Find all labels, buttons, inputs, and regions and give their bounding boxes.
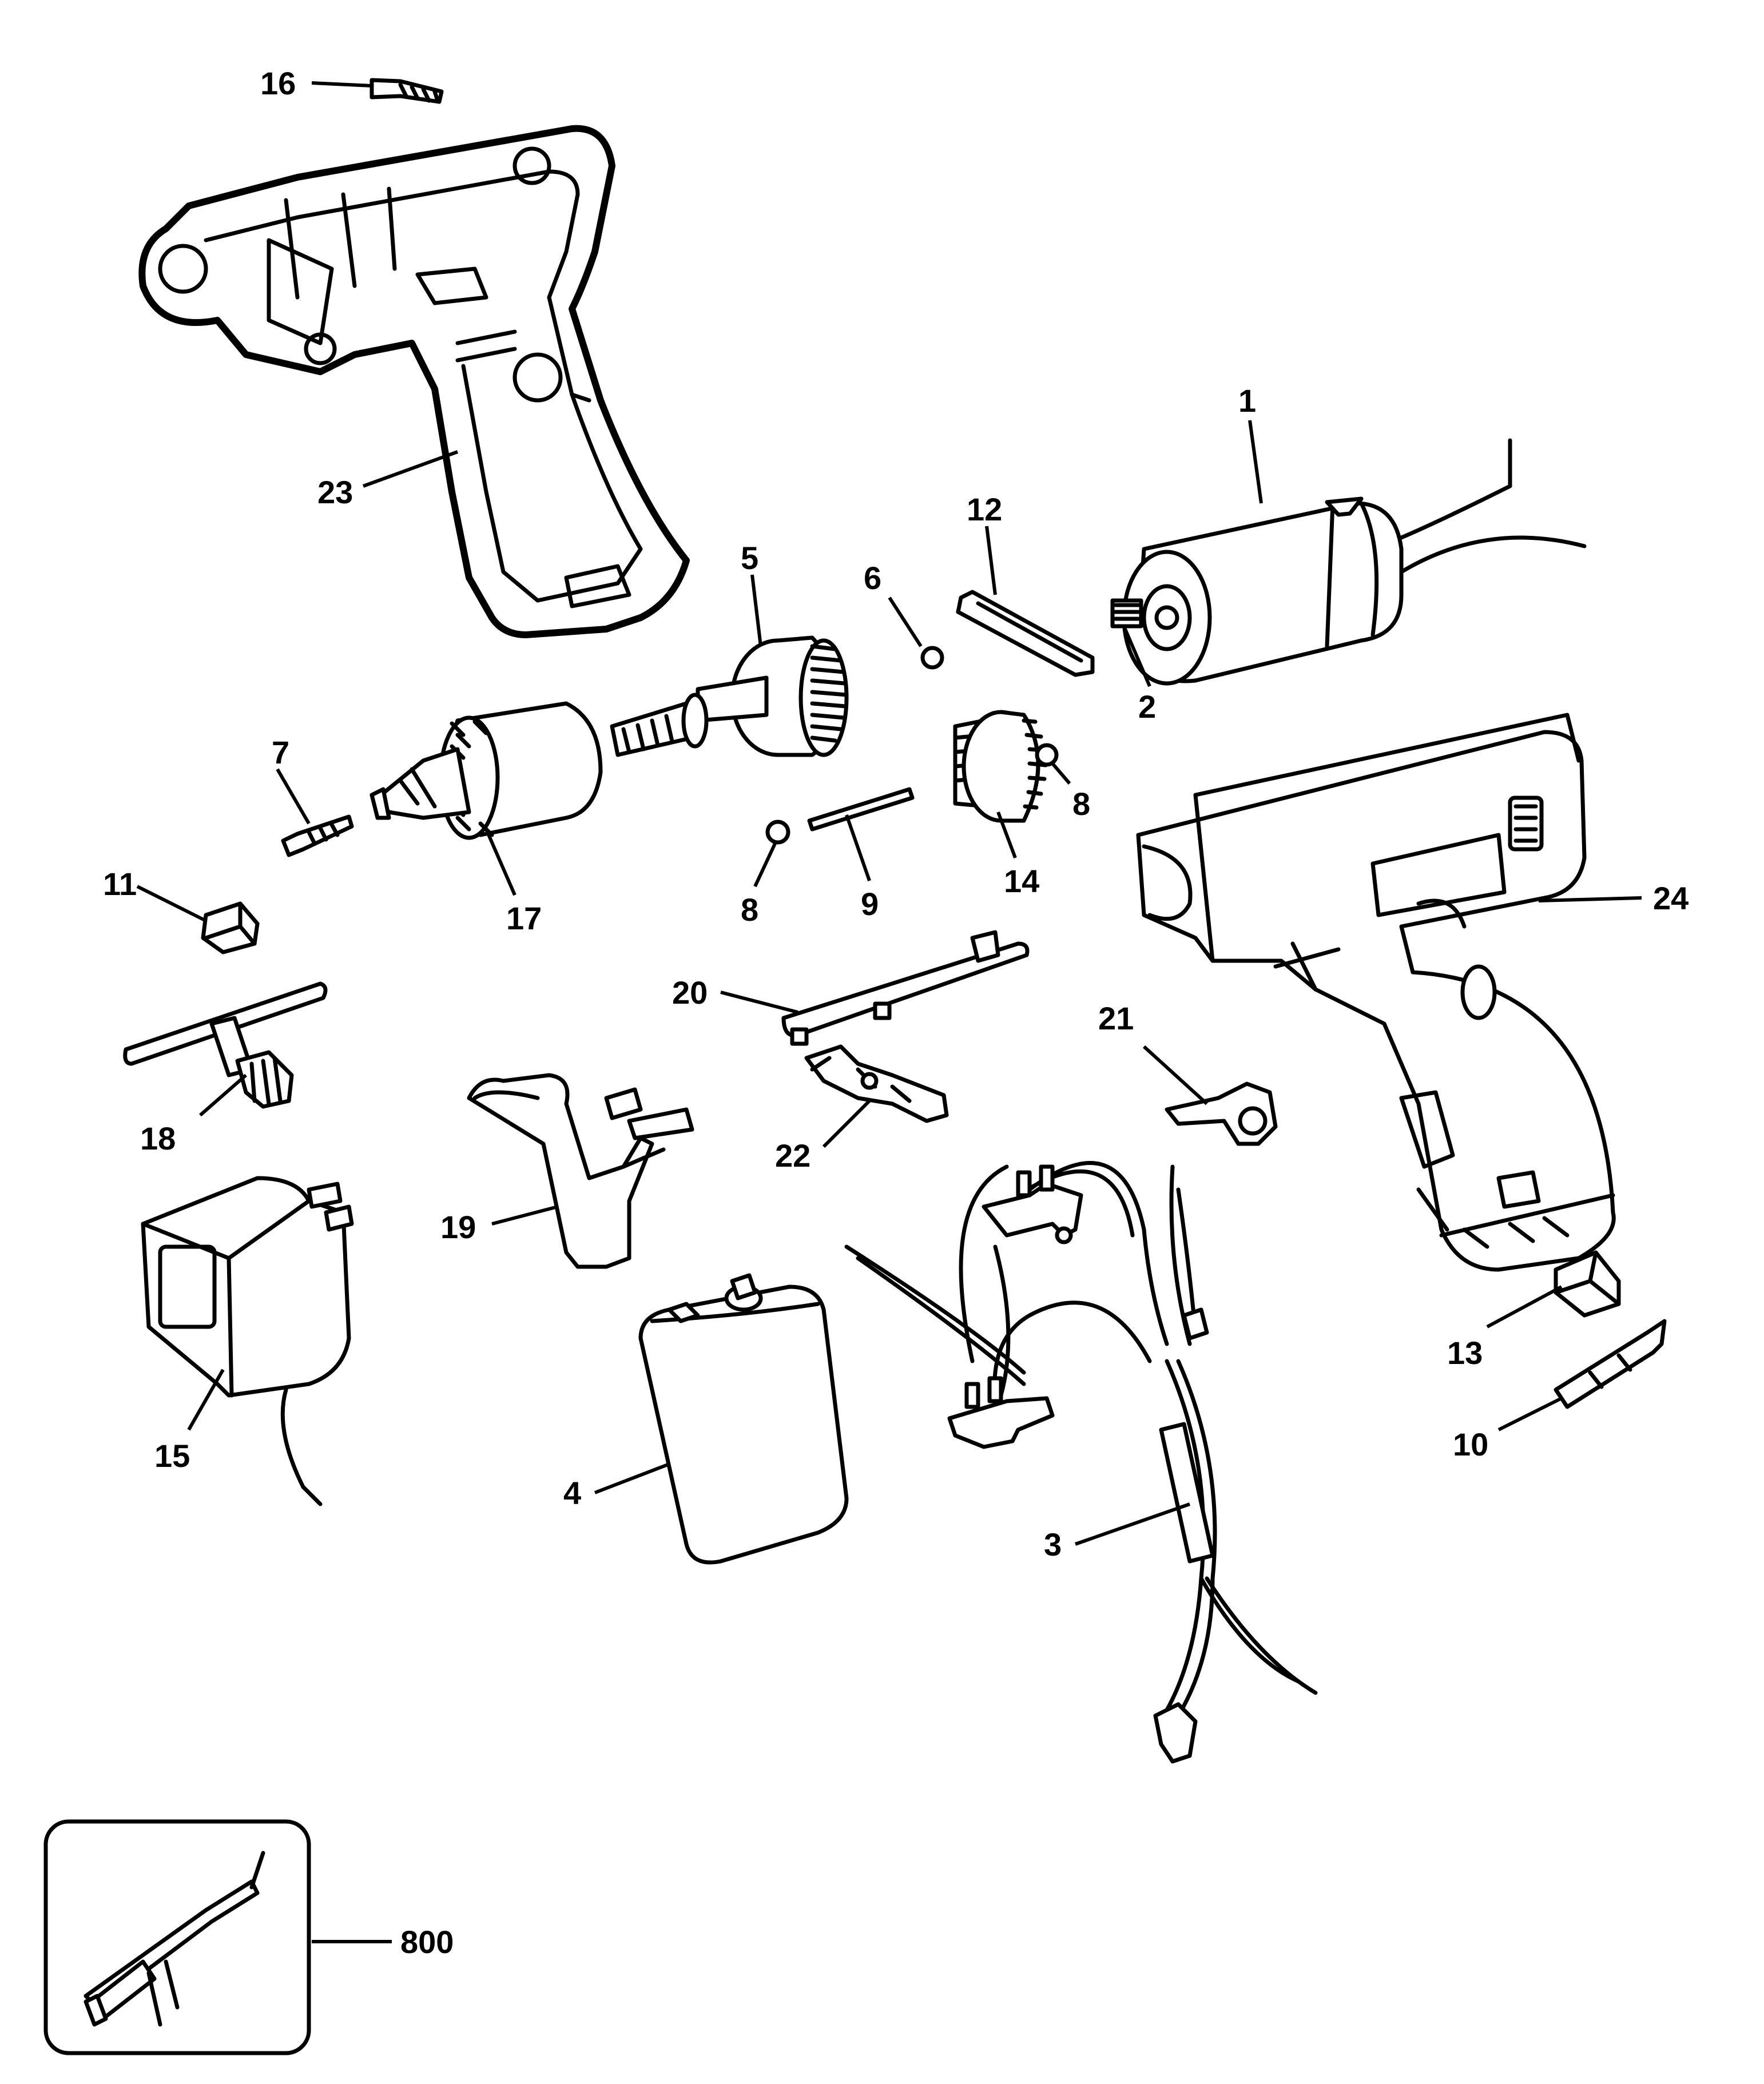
callout-8b: 8 xyxy=(1072,786,1090,822)
screw-16-drawing xyxy=(370,78,444,104)
callout-8a: 8 xyxy=(741,892,758,928)
callout-19: 19 xyxy=(440,1209,476,1245)
ball-8a-drawing xyxy=(765,820,790,845)
callout-24: 24 xyxy=(1653,880,1688,916)
callout-18: 18 xyxy=(140,1120,176,1156)
callout-16: 16 xyxy=(260,65,296,101)
callout-21: 21 xyxy=(1098,1000,1134,1036)
callout-3: 3 xyxy=(1044,1526,1062,1562)
clip-13-drawing xyxy=(1554,1250,1621,1318)
callout-13: 13 xyxy=(1447,1335,1483,1371)
part-callouts: 1 2 3 4 5 6 7 8 8 9 10 11 12 13 14 15 16… xyxy=(103,65,1688,1960)
intermediate-gear-drawing xyxy=(953,710,1048,823)
callout-14: 14 xyxy=(1004,863,1039,899)
battery-pack-drawing xyxy=(638,1273,849,1565)
callout-2: 2 xyxy=(1138,689,1156,725)
spindle-gear-drawing xyxy=(610,635,849,757)
trigger-drawing xyxy=(467,1073,694,1269)
callout-6: 6 xyxy=(864,560,881,596)
accessory-box-800-drawing xyxy=(43,1819,311,2055)
housing-half-drawing xyxy=(138,125,690,638)
callout-10: 10 xyxy=(1453,1426,1488,1462)
pin-drawing xyxy=(807,787,915,832)
pinion-drawing xyxy=(1110,598,1143,629)
callout-12: 12 xyxy=(967,491,1002,527)
assembled-drill-drawing xyxy=(1136,713,1616,1272)
screw-7-drawing xyxy=(281,814,354,857)
bracket-drawing xyxy=(1165,1081,1278,1146)
clip-11-drawing xyxy=(201,901,260,954)
callout-800: 800 xyxy=(400,1924,454,1960)
leader-lines xyxy=(136,81,1642,1943)
callout-15: 15 xyxy=(154,1438,190,1474)
callout-7: 7 xyxy=(272,734,289,770)
callout-11: 11 xyxy=(103,866,137,902)
lever-plate-drawing xyxy=(781,930,1030,1046)
ball-6-drawing xyxy=(920,646,944,670)
chuck-key-drawing xyxy=(123,981,328,1109)
callout-5: 5 xyxy=(741,540,758,576)
callout-1: 1 xyxy=(1238,383,1256,419)
callout-4: 4 xyxy=(563,1475,581,1511)
screwdriver-bit-drawing xyxy=(1554,1319,1667,1409)
wiring-harness-drawing xyxy=(844,1161,1318,1764)
callout-23: 23 xyxy=(317,474,353,510)
charger-drawing xyxy=(141,1176,354,1506)
motor-drawing xyxy=(1122,438,1587,686)
callout-22: 22 xyxy=(775,1138,811,1174)
callout-9: 9 xyxy=(861,886,879,922)
switch-slider-drawing xyxy=(804,1044,949,1123)
callout-17: 17 xyxy=(506,900,542,936)
chuck-drawing xyxy=(370,701,603,840)
callout-20: 20 xyxy=(672,975,708,1011)
brush-strip-drawing xyxy=(956,590,1095,677)
ball-8b-drawing xyxy=(1035,743,1059,767)
